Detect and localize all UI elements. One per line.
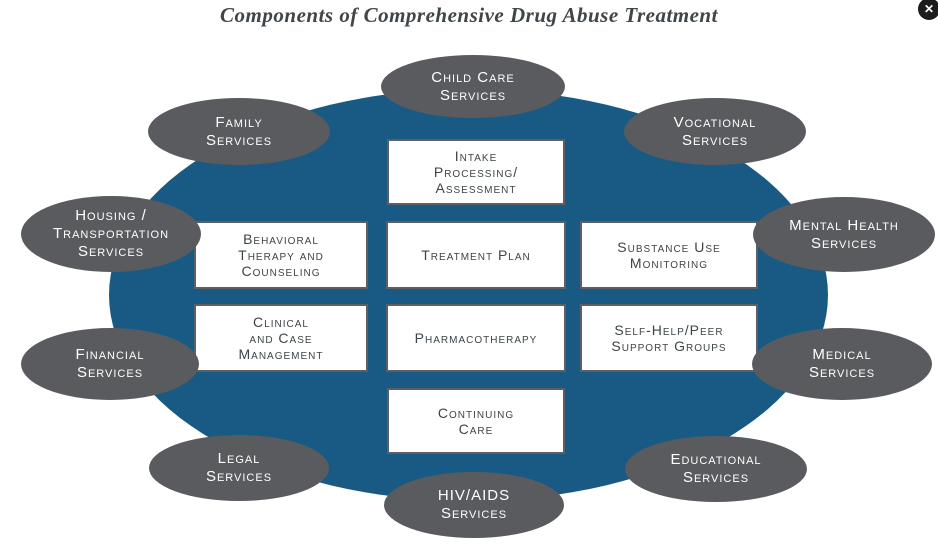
oval-child-care-services: Child Care Services bbox=[381, 55, 565, 118]
oval-vocational-services-label: Vocational Services bbox=[673, 113, 757, 149]
oval-medical-services: Medical Services bbox=[752, 328, 932, 400]
oval-hiv-aids-services: HIV/AIDS Services bbox=[384, 472, 564, 538]
oval-medical-services-label: Medical Services bbox=[808, 346, 876, 381]
box-clinical-case-management-label: Clinical and Case Management bbox=[238, 314, 324, 362]
oval-hiv-aids-services-label: HIV/AIDS Services bbox=[437, 487, 511, 522]
box-continuing-care: Continuing Care bbox=[387, 388, 565, 454]
oval-family-services: Family Services bbox=[148, 98, 330, 165]
box-clinical-case-management: Clinical and Case Management bbox=[194, 304, 368, 372]
oval-legal-services: Legal Services bbox=[149, 435, 329, 501]
oval-housing-transportation-services-label: Housing / Transportation Services bbox=[52, 207, 170, 260]
box-self-help-support-groups-label: Self-Help/Peer Support Groups bbox=[611, 322, 727, 354]
oval-financial-services-label: Financial Services bbox=[75, 346, 145, 381]
box-treatment-plan-label: Treatment Plan bbox=[421, 247, 531, 263]
oval-financial-services: Financial Services bbox=[21, 328, 199, 400]
box-pharmacotherapy-label: Pharmacotherapy bbox=[414, 330, 538, 346]
box-intake-assessment: Intake Processing/ Assessment bbox=[387, 139, 565, 205]
box-intake-assessment-label: Intake Processing/ Assessment bbox=[433, 148, 519, 196]
oval-legal-services-label: Legal Services bbox=[205, 450, 273, 485]
box-pharmacotherapy: Pharmacotherapy bbox=[386, 304, 566, 372]
close-icon[interactable]: ✕ bbox=[918, 0, 938, 20]
box-substance-use-monitoring: Substance Use Monitoring bbox=[580, 221, 758, 289]
oval-vocational-services: Vocational Services bbox=[624, 98, 806, 165]
oval-family-services-label: Family Services bbox=[205, 113, 273, 149]
oval-child-care-services-label: Child Care Services bbox=[431, 68, 515, 104]
box-substance-use-monitoring-label: Substance Use Monitoring bbox=[617, 239, 721, 271]
diagram-title: Components of Comprehensive Drug Abuse T… bbox=[220, 3, 718, 27]
oval-mental-health-services: Mental Health Services bbox=[753, 197, 935, 272]
oval-educational-services: Educational Services bbox=[625, 436, 807, 502]
box-behavioral-therapy: Behavioral Therapy and Counseling bbox=[194, 221, 368, 289]
oval-mental-health-services-label: Mental Health Services bbox=[789, 216, 899, 252]
box-self-help-support-groups: Self-Help/Peer Support Groups bbox=[580, 304, 758, 372]
oval-housing-transportation-services: Housing / Transportation Services bbox=[21, 196, 201, 272]
box-continuing-care-label: Continuing Care bbox=[437, 405, 515, 437]
box-treatment-plan: Treatment Plan bbox=[386, 221, 566, 289]
box-behavioral-therapy-label: Behavioral Therapy and Counseling bbox=[238, 231, 324, 279]
oval-educational-services-label: Educational Services bbox=[670, 451, 762, 486]
